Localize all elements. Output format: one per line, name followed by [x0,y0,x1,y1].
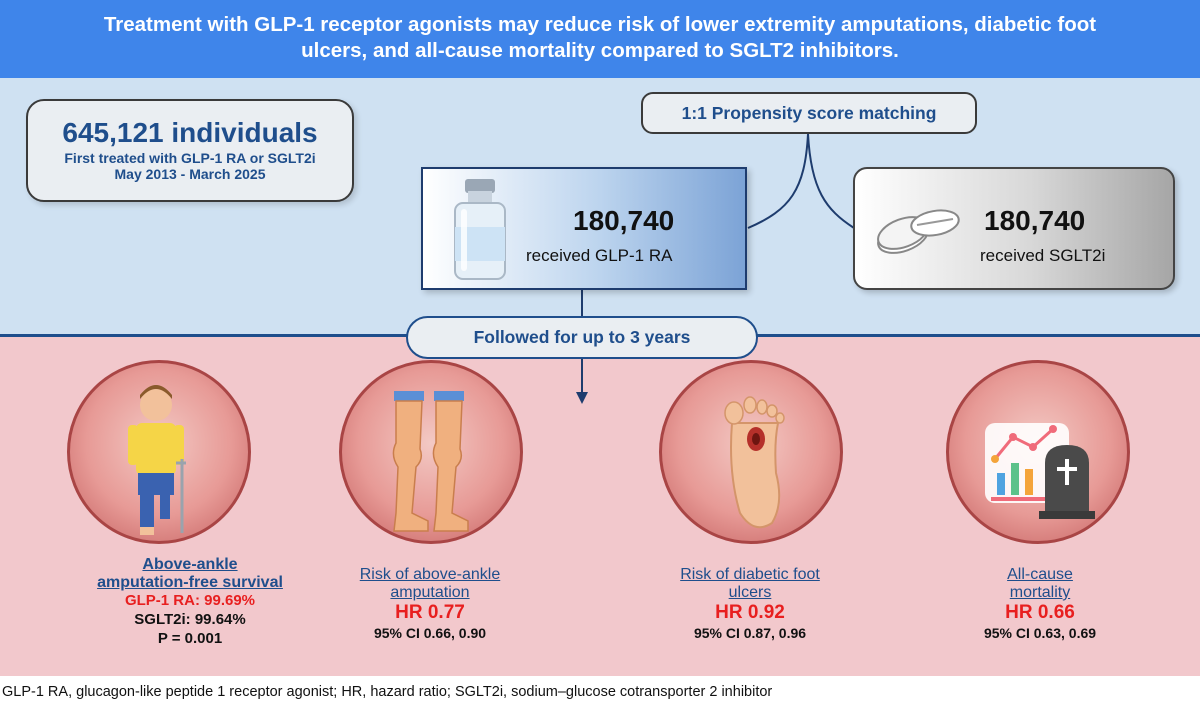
outcome-1-glp1-value: GLP-1 RA: 99.69% [124,592,256,609]
outcome-4-ci: 95% CI 0.63, 0.69 [983,625,1097,641]
outcome-3-title-line-2: ulcers [728,584,772,601]
outcome-1-sglt2-value: SGLT2i: 99.64% [134,611,246,628]
outcome-2-hr: HR 0.77 [395,602,465,623]
amputee-person-icon [128,385,186,535]
foot-ulcer-icon [724,396,785,529]
total-cohort-box: 645,121 individuals First treated with G… [26,99,354,202]
title-line-2: ulcers, and all-cause mortality compared… [301,39,899,62]
legs-icon [392,391,469,532]
sglt2-arm-box: 180,740 received SGLT2i [853,167,1175,290]
chart-gravestone-icon [985,423,1095,519]
glp1-count: 180,740 [573,205,675,236]
outcome-all-cause-mortality: All-cause mortality HR 0.66 95% CI 0.63,… [928,566,1152,643]
outcome-3-hr: HR 0.92 [715,602,785,623]
outcome-4-title-line-2: mortality [1009,584,1071,601]
outcome-2-title-line-2: amputation [390,584,470,601]
sglt2-count: 180,740 [984,205,1086,236]
outcome-1-p-value: P = 0.001 [157,630,223,647]
outcome-4-title-line-1: All-cause [1007,566,1073,583]
outcome-1-title-line-1: Above-ankle [142,556,238,573]
outcome-2-title-line-1: Risk of above-ankle [359,566,501,583]
title-banner: Treatment with GLP-1 receptor agonists m… [0,0,1200,78]
title-line-1: Treatment with GLP-1 receptor agonists m… [103,13,1097,36]
outcome-3-title-line-1: Risk of diabetic foot [680,566,820,583]
sglt2-label: received SGLT2i [980,246,1106,265]
glp1-label: received GLP-1 RA [526,246,673,265]
propensity-matching-box: 1:1 Propensity score matching [641,92,977,134]
outcome-3-ci: 95% CI 0.87, 0.96 [693,625,807,641]
outcome-diabetic-foot-ulcers: Risk of diabetic foot ulcers HR 0.92 95%… [640,566,860,643]
outcome-4-hr: HR 0.66 [1005,602,1075,623]
outcome-1-circle [67,360,251,544]
total-count: 645,121 individuals [62,117,318,148]
glp1-arm-box: 180,740 received GLP-1 RA [421,167,747,290]
outcome-4-circle [946,360,1130,544]
outcome-2-circle [339,360,523,544]
outcome-3-circle [659,360,843,544]
outcome-amputation-free-survival: Above-ankle amputation-free survival GLP… [70,556,310,648]
follow-up-box: Followed for up to 3 years [406,316,758,359]
outcome-1-title-line-2: amputation-free survival [97,574,283,591]
abbreviations-footnote: GLP-1 RA, glucagon-like peptide 1 recept… [0,676,1200,705]
cohort-description: First treated with GLP-1 RA or SGLT2i [64,150,316,166]
vial-icon [454,179,506,280]
cohort-period: May 2013 - March 2025 [114,166,266,182]
outcome-2-ci: 95% CI 0.66, 0.90 [373,625,487,641]
pills-icon [877,209,960,254]
outcome-above-ankle-amputation: Risk of above-ankle amputation HR 0.77 9… [320,566,540,643]
